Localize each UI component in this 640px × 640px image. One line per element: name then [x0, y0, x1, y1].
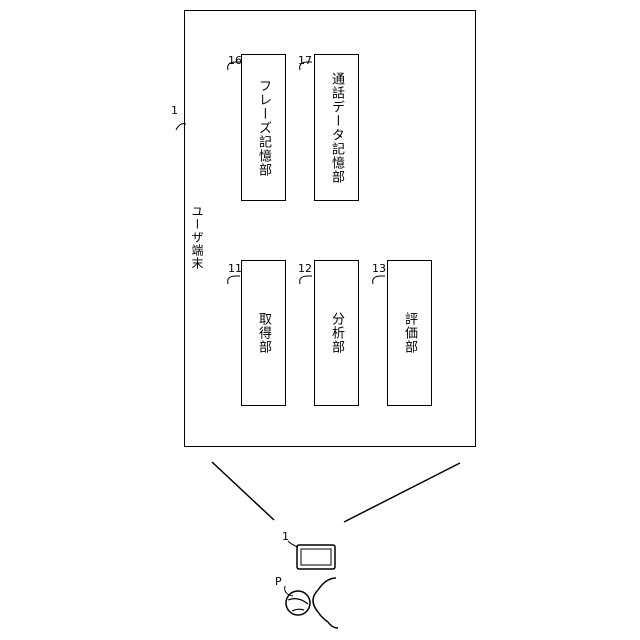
device-ref-leader	[288, 541, 298, 547]
projection-line-right	[344, 463, 460, 522]
unit-ref-16: 16	[228, 54, 242, 67]
terminal-label: ユーザ端末	[189, 205, 206, 270]
unit-label: 分析部	[327, 312, 346, 354]
call-data-storage-unit: 通話データ記憶部	[314, 54, 359, 201]
unit-label: 取得部	[254, 312, 273, 354]
unit-label: 評価部	[400, 312, 419, 354]
person-ref-leader	[285, 586, 293, 596]
smartphone-icon	[297, 545, 335, 569]
unit-ref-13: 13	[372, 262, 386, 275]
analysis-unit: 分析部	[314, 260, 359, 406]
evaluation-unit: 評価部	[387, 260, 432, 406]
person-icon	[286, 578, 338, 628]
projection-line-left	[212, 462, 274, 520]
unit-ref-17: 17	[298, 54, 312, 67]
acquisition-unit: 取得部	[241, 260, 286, 406]
terminal-ref: 1	[171, 104, 178, 117]
device-ref: 1	[282, 530, 289, 543]
unit-label: 通話データ記憶部	[327, 72, 346, 184]
unit-label: フレーズ記憶部	[254, 79, 273, 177]
phrase-storage-unit: フレーズ記憶部	[241, 54, 286, 201]
person-ref: P	[275, 575, 282, 588]
unit-ref-11: 11	[228, 262, 242, 275]
unit-ref-12: 12	[298, 262, 312, 275]
